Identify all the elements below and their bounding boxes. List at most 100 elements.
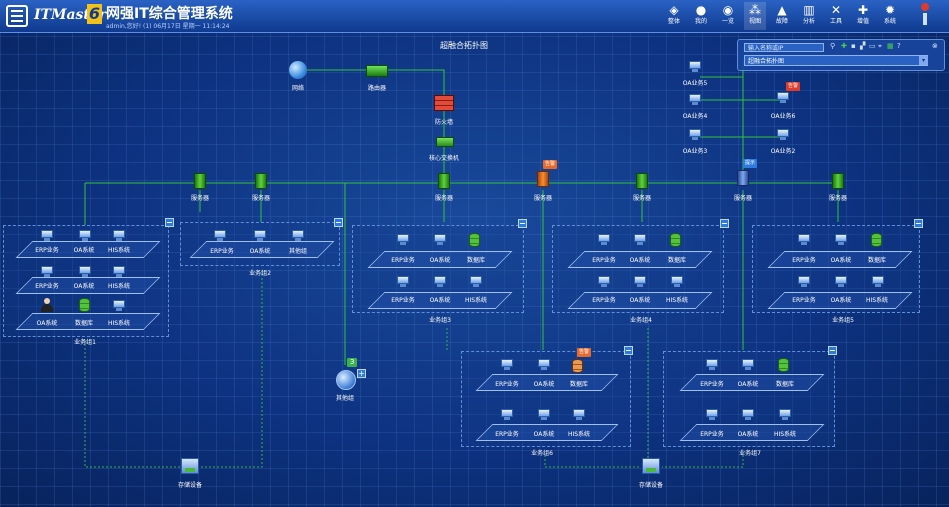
oa6-pc-icon[interactable] [776, 92, 790, 103]
group-box[interactable] [3, 225, 169, 337]
alarm-icon[interactable] [921, 3, 929, 11]
collapse-icon[interactable] [334, 218, 343, 227]
pc-icon[interactable] [396, 276, 410, 287]
pc-icon[interactable] [705, 359, 719, 370]
pc-icon[interactable] [633, 276, 647, 287]
database-icon[interactable] [572, 359, 583, 373]
server-icon[interactable] [636, 173, 648, 189]
nav-view[interactable]: ⁂视图 [744, 2, 766, 30]
pc-icon[interactable] [500, 359, 514, 370]
node-label: HIS系统 [567, 431, 591, 438]
search-input[interactable]: 输入名称或IP [744, 43, 824, 52]
pc-icon[interactable] [537, 409, 551, 420]
nav-system[interactable]: ✹系统 [879, 2, 901, 30]
pc-icon[interactable] [633, 234, 647, 245]
database-icon[interactable] [79, 298, 90, 312]
help-icon[interactable]: ? [897, 42, 901, 50]
node-label: ERP业务 [700, 431, 724, 438]
oa3-pc-icon[interactable] [688, 129, 702, 140]
pc-icon[interactable] [78, 230, 92, 241]
pc-icon[interactable] [834, 276, 848, 287]
core-switch-icon[interactable] [436, 137, 454, 147]
server-label: 服务器 [434, 195, 454, 202]
pc-icon[interactable] [112, 300, 126, 311]
pc-icon[interactable] [500, 409, 514, 420]
node-label: OA系统 [830, 257, 852, 264]
pc-icon[interactable] [213, 230, 227, 241]
database-icon[interactable] [670, 233, 681, 247]
oa5-pc-icon[interactable] [688, 61, 702, 72]
pc-icon[interactable] [537, 359, 551, 370]
pc-icon[interactable] [797, 276, 811, 287]
firewall-icon[interactable] [434, 95, 454, 111]
nav-valueadd[interactable]: ✚增值 [852, 2, 874, 30]
database-icon[interactable] [778, 358, 789, 372]
server-icon[interactable] [537, 171, 549, 187]
other-group-icon[interactable] [336, 370, 356, 390]
link-icon[interactable]: ⌖ [878, 42, 882, 50]
pc-icon[interactable] [396, 234, 410, 245]
nav-mine[interactable]: ●我的 [690, 2, 712, 30]
pc-icon[interactable] [40, 230, 54, 241]
server-icon[interactable] [832, 173, 844, 189]
storage-icon[interactable] [642, 458, 660, 474]
pc-icon[interactable] [597, 276, 611, 287]
pc-icon[interactable] [741, 409, 755, 420]
pc-icon[interactable] [572, 409, 586, 420]
database-icon[interactable] [871, 233, 882, 247]
collapse-icon[interactable] [518, 219, 527, 228]
nav-analysis[interactable]: ▥分析 [798, 2, 820, 30]
network-cloud-icon[interactable] [289, 61, 307, 79]
server-icon[interactable] [255, 173, 267, 189]
other-group-label: 其他组 [335, 395, 355, 402]
pc-icon[interactable] [253, 230, 267, 241]
fit-icon[interactable]: ▦ [887, 42, 894, 50]
pc-icon[interactable] [433, 276, 447, 287]
pc-icon[interactable] [112, 266, 126, 277]
collapse-icon[interactable] [624, 346, 633, 355]
pc-icon[interactable] [871, 276, 885, 287]
pc-icon[interactable] [670, 276, 684, 287]
nav-overview[interactable]: ◉一览 [717, 2, 739, 30]
collapse-icon[interactable] [165, 218, 174, 227]
group-name: 业务组4 [630, 317, 652, 324]
search-icon[interactable]: ⚲ [830, 42, 836, 50]
person-icon[interactable] [41, 298, 53, 312]
pc-icon[interactable] [112, 230, 126, 241]
oa4-pc-icon[interactable] [688, 94, 702, 105]
close-icon[interactable]: ⊗ [932, 42, 938, 50]
pc-icon[interactable] [597, 234, 611, 245]
add-icon[interactable]: ✚ [841, 42, 847, 50]
server-icon[interactable] [438, 173, 450, 189]
collapse-icon[interactable] [720, 219, 729, 228]
pc-icon[interactable] [469, 276, 483, 287]
pc-icon[interactable] [291, 230, 305, 241]
pc-icon[interactable] [797, 234, 811, 245]
pc-icon[interactable] [705, 409, 719, 420]
layout-icon[interactable]: ▞ [860, 42, 866, 50]
save-icon[interactable]: ▪ [851, 42, 856, 50]
pc-icon[interactable] [778, 409, 792, 420]
pc-icon[interactable] [433, 234, 447, 245]
server-icon[interactable] [737, 170, 749, 186]
monitor-icon[interactable]: ▭ [869, 42, 876, 50]
collapse-icon[interactable] [828, 346, 837, 355]
group-box[interactable] [180, 222, 340, 266]
pc-icon[interactable] [741, 359, 755, 370]
storage-icon[interactable] [181, 458, 199, 474]
pc-icon[interactable] [834, 234, 848, 245]
database-icon[interactable] [469, 233, 480, 247]
collapse-icon[interactable] [914, 219, 923, 228]
pc-icon[interactable] [78, 266, 92, 277]
nav-overall[interactable]: ◈整体 [663, 2, 685, 30]
pc-icon[interactable] [40, 266, 54, 277]
server-icon[interactable] [194, 173, 206, 189]
nav-tools[interactable]: ✕工具 [825, 2, 847, 30]
oa2-pc-icon[interactable] [776, 129, 790, 140]
expand-icon[interactable]: + [357, 369, 366, 378]
chevron-down-icon[interactable]: ▾ [919, 56, 928, 65]
view-select[interactable]: 超融合拓扑图 [744, 55, 928, 66]
router-icon[interactable] [366, 65, 388, 77]
nav-fault[interactable]: ▲故障 [771, 2, 793, 30]
menu-icon[interactable] [923, 13, 927, 25]
